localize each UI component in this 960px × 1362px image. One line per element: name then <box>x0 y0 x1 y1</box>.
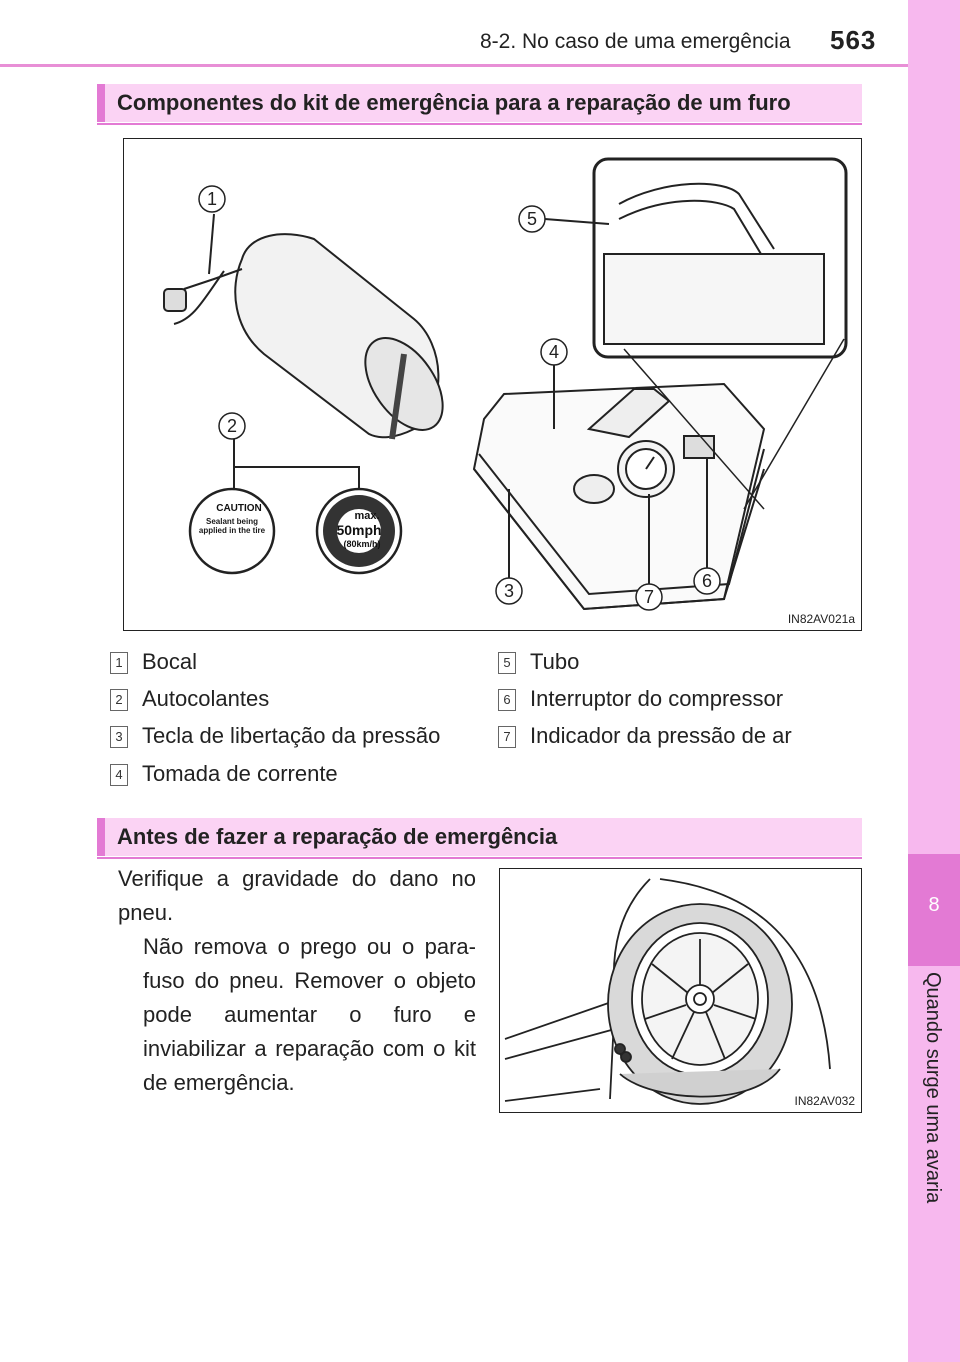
callout-6: 6 <box>702 571 712 591</box>
legend-label: Interruptor do compressor <box>530 686 784 711</box>
sticker-caution-text: Sealant being applied in the tire <box>198 517 266 535</box>
figure-code-kit: IN82AV021a <box>787 612 855 626</box>
legend-item: 1 Bocal <box>110 647 197 677</box>
legend-label: Bocal <box>142 649 198 674</box>
sticker-speed-max: max. <box>354 510 379 522</box>
legend-item: 2 Autocolantes <box>110 684 269 714</box>
legend-label: Tubo <box>530 649 580 674</box>
figure-damaged-tire: IN82AV032 <box>499 868 862 1113</box>
chapter-number-box: 8 <box>908 854 960 966</box>
header-section-title: 8-2. No caso de uma emergência <box>480 30 791 53</box>
figure-code-tire: IN82AV032 <box>794 1094 856 1108</box>
legend-item: 7 Indicador da pressão de ar <box>498 721 792 751</box>
callout-5: 5 <box>527 209 537 229</box>
callout-2: 2 <box>227 416 237 436</box>
header-rule <box>0 64 908 67</box>
chapter-title: Quando surge uma avaria <box>922 972 944 1204</box>
section-heading-kit-components: Componentes do kit de emergência para a … <box>97 84 862 125</box>
chapter-number: 8 <box>928 894 940 916</box>
legend-label: Indicador da pressão de ar <box>530 723 792 748</box>
legend-item: 5 Tubo <box>498 647 579 677</box>
legend-number: 6 <box>498 689 516 712</box>
paragraph-do-not-remove-nail: Não remova o prego ou o para-fuso do pne… <box>143 934 476 1095</box>
legend-number: 7 <box>498 726 516 749</box>
legend-item: 4 Tomada de corrente <box>110 759 338 789</box>
legend-item: 3 Tecla de libertação da pressão <box>110 721 440 751</box>
legend-label: Autocolantes <box>142 686 270 711</box>
page-number: 563 <box>830 25 877 55</box>
chapter-side-tab <box>908 0 960 1362</box>
callout-7: 7 <box>644 587 654 607</box>
figure-kit-components: 1 2 3 4 5 6 7 CAUTION Sealant being appl… <box>123 138 862 631</box>
callout-4: 4 <box>549 342 559 362</box>
sticker-speed-value: 50mph <box>336 522 381 538</box>
section-heading-before-repair: Antes de fazer a reparação de emergência <box>97 818 862 859</box>
legend-number: 1 <box>110 652 128 675</box>
callout-1: 1 <box>207 189 217 209</box>
legend-number: 2 <box>110 689 128 712</box>
legend-item: 6 Interruptor do compressor <box>498 684 783 714</box>
legend-label: Tomada de corrente <box>142 761 338 786</box>
kit-illustration: 1 2 3 4 5 6 7 CAUTION Sealant being appl… <box>163 157 848 611</box>
legend-label: Tecla de libertação da pressão <box>142 723 441 748</box>
sticker-speed-kmh: (80km/h) <box>343 539 380 549</box>
sticker-caution-label: CAUTION <box>216 503 262 514</box>
legend-number: 5 <box>498 652 516 675</box>
callout-3: 3 <box>504 581 514 601</box>
tire-illustration <box>504 878 831 1105</box>
paragraph-check-damage: Verifique a gravidade do dano no pneu. <box>118 866 476 925</box>
legend-number: 4 <box>110 764 128 787</box>
legend-number: 3 <box>110 726 128 749</box>
